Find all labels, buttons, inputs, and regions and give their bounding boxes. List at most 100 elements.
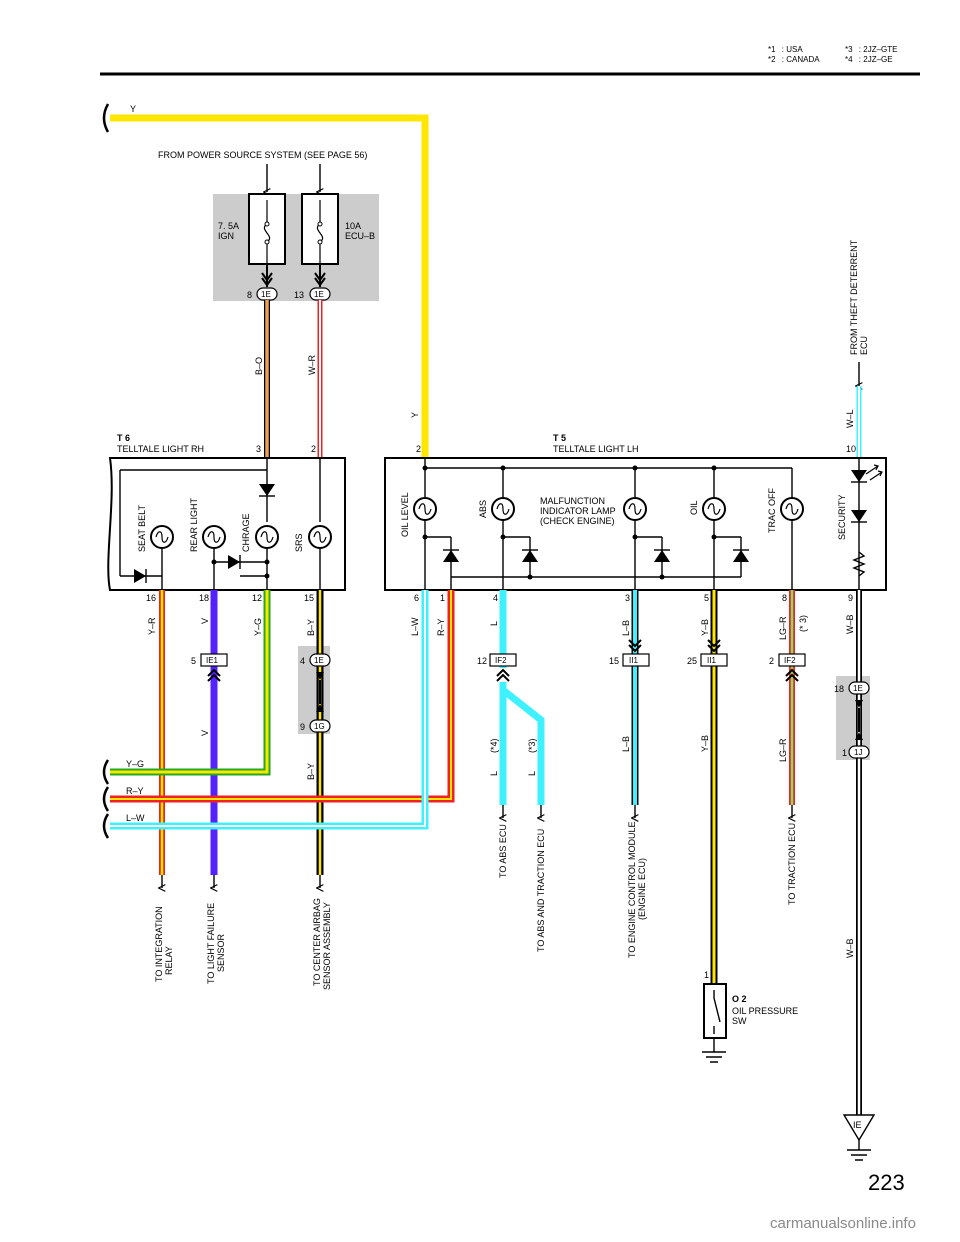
t5-name: TELLTALE LIGHT LH <box>553 444 639 454</box>
svg-text:1E: 1E <box>261 290 271 299</box>
t5-pin-9: 9 <box>848 593 853 603</box>
wire-label-by1: B–Y <box>306 619 316 636</box>
mil-line2: INDICATOR LAMP <box>540 506 616 516</box>
security-diode-icon <box>851 510 867 522</box>
note-1: *1 : USA <box>768 45 803 54</box>
wire-label-wb1: W–B <box>845 614 855 634</box>
wire-label-lw: L–W <box>410 617 420 636</box>
t5-pin-6: 6 <box>414 593 419 603</box>
page-number: 223 <box>868 1170 905 1195</box>
wire-label-l-abs: L <box>489 771 499 776</box>
lamp-srs-icon <box>308 525 332 549</box>
dest-traction: TO TRACTION ECU <box>787 823 797 905</box>
dest-integration-1: TO INTEGRATION <box>154 906 164 982</box>
connector-1g <box>309 719 331 733</box>
lamp-seat-belt-icon <box>150 525 174 549</box>
t6-name: TELLTALE LIGHT RH <box>117 444 204 454</box>
t5-pin-4: 4 <box>493 593 498 603</box>
pin-if2-2: 2 <box>769 656 774 666</box>
wire-r-y <box>110 590 452 800</box>
note-2: *2 : CANADA <box>768 55 820 64</box>
svg-text:1E: 1E <box>853 684 863 693</box>
fuse-ecub-rating: 10A <box>345 221 361 231</box>
t5-pin-2: 2 <box>416 444 421 454</box>
svg-text:1J: 1J <box>854 748 862 757</box>
pin-if2-12: 12 <box>477 656 487 666</box>
left-label-lw: L–W <box>126 813 145 823</box>
lamp-rear-light-icon <box>202 525 226 549</box>
lamp-label-charge: CHRAGE <box>241 513 251 552</box>
left-label-ry: R–Y <box>126 786 144 796</box>
connector-1e <box>309 653 331 667</box>
t6-code: T 6 <box>117 433 130 443</box>
lamp-label-oil-level: OIL LEVEL <box>400 492 410 537</box>
t6-pin-16: 16 <box>146 593 156 603</box>
pin-1e-18: 18 <box>834 684 844 694</box>
dest-integration-2: RELAY <box>164 946 174 975</box>
power-source-label: FROM POWER SOURCE SYSTEM (SEE PAGE 56) <box>158 150 367 160</box>
lamp-label-trac-off: TRAC OFF <box>767 488 777 533</box>
security-led-icon <box>851 470 867 482</box>
svg-text:IF2: IF2 <box>495 656 507 665</box>
watermark: carmanualsonline.info <box>770 1215 916 1232</box>
t6-pin-3: 3 <box>256 444 261 454</box>
wire-label-l-tr: L <box>527 771 537 776</box>
svg-text:IF2: IF2 <box>784 656 796 665</box>
wire-label-lb1: L–B <box>621 620 631 636</box>
t6-pin-18: 18 <box>199 593 209 603</box>
connector-if2-b <box>778 653 806 667</box>
t5-pin-1: 1 <box>440 593 445 603</box>
dest-airbag-1: TO CENTER AIRBAG <box>312 898 322 986</box>
lamp-label-security: SECURITY <box>837 494 847 540</box>
ground-symbol-o2 <box>702 1051 726 1063</box>
mil-line3: (CHECK ENGINE) <box>540 516 615 526</box>
oil-pressure-switch <box>703 983 727 1039</box>
yellow-feed-wire <box>110 114 429 458</box>
wire-note-3a: (*3) <box>527 738 537 753</box>
wire-label-yb2: Y–B <box>700 735 710 752</box>
dest-airbag-2: SENSOR ASSEMBLY <box>322 902 332 990</box>
lamp-label-abs: ABS <box>478 500 488 518</box>
connector-1e-18 <box>848 681 870 695</box>
connector-ii1-b <box>700 653 728 667</box>
pin-1g-9: 9 <box>300 722 305 732</box>
svg-text:II1: II1 <box>707 656 716 665</box>
t5-pin-8: 8 <box>782 593 787 603</box>
lamp-label-srs: SRS <box>294 533 304 552</box>
wire-note-4: (*4) <box>489 738 499 753</box>
pin-8: 8 <box>247 290 252 300</box>
svg-text:1G: 1G <box>314 722 325 731</box>
pin-ii1-15: 15 <box>609 656 619 666</box>
dest-abs: TO ABS ECU <box>498 824 508 878</box>
wire-label-l1: L <box>489 621 499 626</box>
security-resistor-icon <box>852 551 866 577</box>
fuse-ecub-name: ECU–B <box>345 231 375 241</box>
t6-box <box>107 457 346 591</box>
t5-pin-3: 3 <box>625 593 630 603</box>
o2-line1: OIL PRESSURE <box>732 1006 798 1016</box>
theft-line2: ECU <box>859 336 869 355</box>
o2-pin: 1 <box>704 970 709 980</box>
wire-label-bo: B–O <box>254 357 264 375</box>
dest-engine-2: (ENGINE ECU) <box>637 858 647 920</box>
t5-code: T 5 <box>553 433 566 443</box>
o2-line2: SW <box>732 1016 747 1026</box>
left-label-yg: Y–G <box>126 759 144 769</box>
pin-13: 13 <box>294 290 304 300</box>
dest-light-failure-2: SENSOR <box>216 933 226 972</box>
switch-contact-icon <box>713 990 721 1034</box>
wire-label-yb1: Y–B <box>700 619 710 636</box>
lamp-oil-icon <box>702 497 726 521</box>
wire-label-yr: Y–R <box>147 617 157 635</box>
wire-label-wb2: W–B <box>845 938 855 958</box>
ground-label: IE <box>853 1120 862 1130</box>
dest-engine-1: TO ENGINE CONTROL MODULE <box>627 821 637 958</box>
pin-1e-4: 4 <box>300 656 305 666</box>
svg-text:1E: 1E <box>314 290 324 299</box>
connector-ii1-a <box>622 653 650 667</box>
wire-label-wl: W–L <box>845 409 855 428</box>
fuse-block-shade <box>213 194 379 301</box>
t6-pin-12: 12 <box>252 593 262 603</box>
dest-abs-traction: TO ABS AND TRACTION ECU <box>536 829 546 952</box>
fuse-ign-rating: 7. 5A <box>218 221 239 231</box>
